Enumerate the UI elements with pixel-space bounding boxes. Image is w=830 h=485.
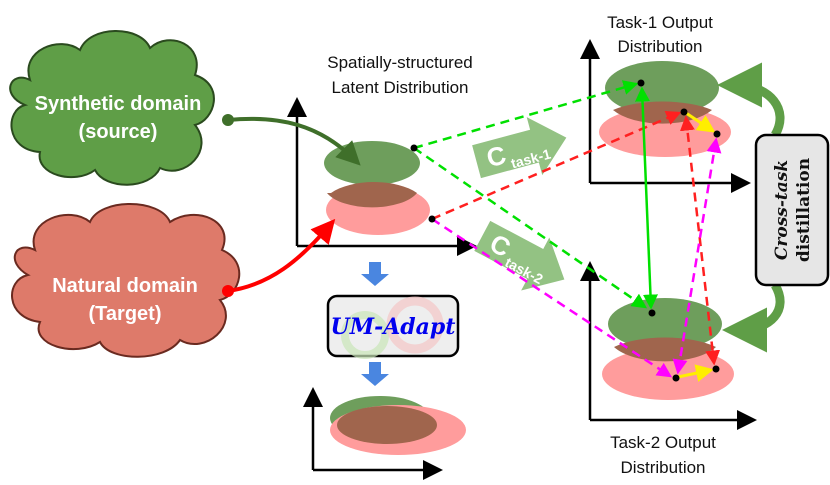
um-adapt-label: UM-Adapt [331,314,456,340]
distill-label-line1: Cross-task [772,160,792,260]
source-label-line1: Synthetic domain [35,93,202,115]
task1-source-ellipse [605,61,719,115]
adapted-axes [303,387,443,480]
mapping-lines [413,80,722,378]
task2-axes [580,261,757,430]
yellow-arrow [685,111,716,133]
yellow-arrow [677,364,714,382]
distill-arrow-top [717,62,785,138]
natural-domain-cloud: Natural domain (Target) [11,203,241,358]
consistency-arrow [635,86,658,310]
source-label-line2: (source) [79,121,158,143]
cross-task-distillation-box [754,133,830,287]
task2-head-arrow: C task-2 [474,220,565,291]
task1-title-line2: Distribution [617,37,702,56]
distill-arrow-bottom [722,282,785,353]
latent-title-line2: Latent Distribution [331,78,468,97]
task1-title-line1: Task-1 Output [607,13,713,32]
adapted-overlap [337,406,437,444]
target-label-line1: Natural domain [52,275,198,297]
target-label-line2: (Target) [89,303,162,325]
latent-overlap [327,182,417,208]
gear-icon [386,296,444,354]
distill-label-line2: distillation [794,158,814,262]
gear-icon [341,311,389,359]
latent-title-line1: Spatially-structured [327,53,473,72]
data-points [410,79,721,382]
down-arrow-icon [361,362,389,386]
down-arrow-icon [361,262,389,286]
synthetic-domain-cloud: Synthetic domain (source) [9,30,215,186]
target-to-latent-arrow [227,218,336,293]
task1-head-arrow: C task-1 [472,117,567,179]
source-to-latent-arrow [227,116,361,166]
task2-title-line1: Task-2 Output [610,433,716,452]
task2-title-line2: Distribution [620,458,705,477]
